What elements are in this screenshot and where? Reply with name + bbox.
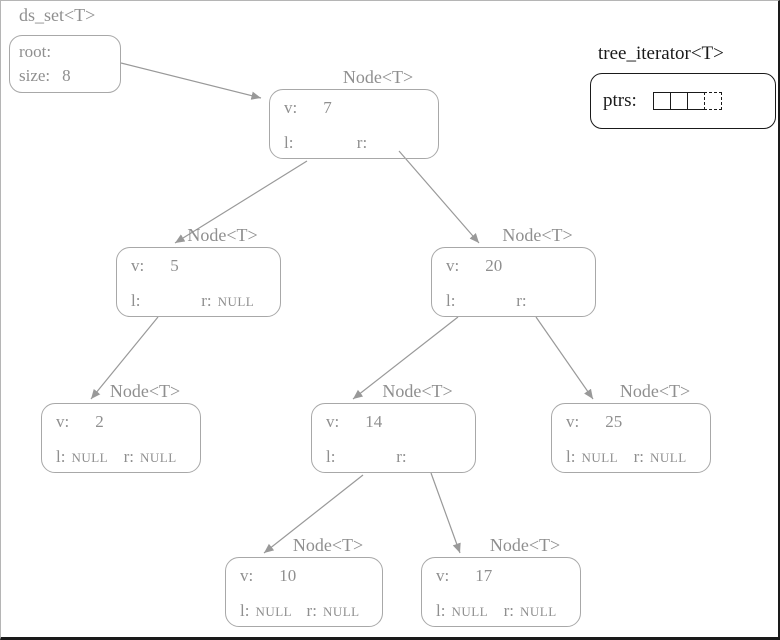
- node-box: v: 7 l: r:: [269, 89, 439, 159]
- r-label: r:: [396, 447, 407, 466]
- r-label: r:: [123, 447, 134, 466]
- r-pointer: NULL: [139, 450, 177, 465]
- l-pointer: NULL: [451, 604, 489, 619]
- node-type-label: Node<T>: [187, 225, 258, 245]
- l-label: l:: [446, 291, 456, 310]
- node-value: 17: [475, 566, 493, 585]
- r-label: r:: [633, 447, 644, 466]
- l-label: l:: [240, 601, 250, 620]
- size-label: size:: [19, 66, 51, 85]
- v-label: v:: [240, 566, 254, 585]
- tree-node-14: Node<T> v: 14 l: r:: [311, 381, 476, 473]
- node-box: v: 5 l: r: NULL: [116, 247, 281, 317]
- node-type-label: Node<T>: [109, 381, 181, 401]
- l-pointer: NULL: [71, 450, 109, 465]
- v-label: v:: [131, 256, 145, 275]
- v-label: v:: [326, 412, 340, 431]
- r-pointer: NULL: [217, 294, 255, 309]
- v-label: v:: [446, 256, 460, 275]
- node-value: 7: [323, 98, 332, 117]
- ptrs-label: ptrs:: [603, 90, 637, 111]
- r-label: r:: [201, 291, 212, 310]
- tree-node-5: Node<T> v: 5 l: r: NULL: [116, 225, 281, 317]
- l-label: l:: [284, 133, 294, 152]
- r-pointer: NULL: [649, 450, 687, 465]
- v-label: v:: [56, 412, 70, 431]
- tree-node-2: Node<T> v: 2 l: NULL r: NULL: [41, 381, 201, 473]
- edge-root-to-7: [120, 62, 262, 100]
- ds-set-title: ds_set<T>: [19, 5, 96, 25]
- r-label: r:: [356, 133, 368, 152]
- node-box: v: 2 l: NULL r: NULL: [41, 403, 201, 473]
- root-field: root:: [19, 40, 120, 64]
- node-type-label: Node<T>: [342, 67, 414, 87]
- l-pointer: NULL: [581, 450, 619, 465]
- node-box: v: 20 l: r:: [431, 247, 596, 317]
- tree-iterator-box: ptrs:: [590, 73, 776, 129]
- node-type-label: Node<T>: [619, 381, 691, 401]
- r-label: r:: [503, 601, 514, 620]
- v-label: v:: [436, 566, 450, 585]
- r-label: r:: [516, 291, 527, 310]
- ptr-cell: [686, 92, 705, 110]
- l-pointer: NULL: [255, 604, 293, 619]
- node-value: 5: [170, 256, 179, 275]
- ptr-cell-dashed: [703, 92, 722, 110]
- node-box: v: 10 l: NULL r: NULL: [225, 557, 383, 627]
- r-pointer: NULL: [322, 604, 360, 619]
- node-value: 10: [279, 566, 297, 585]
- node-value: 2: [95, 412, 104, 431]
- size-value: 8: [62, 66, 71, 85]
- node-type-label: Node<T>: [382, 381, 453, 401]
- node-box: v: 14 l: r:: [311, 403, 476, 473]
- tree-node-25: Node<T> v: 25 l: NULL r: NULL: [551, 381, 711, 473]
- tree-node-10: Node<T> v: 10 l: NULL r: NULL: [225, 535, 383, 627]
- l-label: l:: [131, 291, 141, 310]
- root-label: root:: [19, 42, 52, 61]
- v-label: v:: [284, 98, 298, 117]
- ptrs-array: [652, 92, 722, 110]
- node-value: 25: [605, 412, 623, 431]
- node-type-label: Node<T>: [489, 535, 561, 555]
- node-value: 20: [485, 256, 503, 275]
- r-pointer: NULL: [519, 604, 557, 619]
- node-box: v: 25 l: NULL r: NULL: [551, 403, 711, 473]
- ptr-cell: [669, 92, 688, 110]
- size-field: size: 8: [19, 64, 120, 88]
- node-type-label: Node<T>: [502, 225, 573, 245]
- tree-node-20: Node<T> v: 20 l: r:: [431, 225, 596, 317]
- l-label: l:: [56, 447, 66, 466]
- r-label: r:: [306, 601, 317, 620]
- l-label: l:: [326, 447, 336, 466]
- ds-set-box: root: size: 8: [9, 35, 121, 93]
- v-label: v:: [566, 412, 580, 431]
- l-label: l:: [566, 447, 576, 466]
- node-value: 14: [365, 412, 383, 431]
- tree-iterator-title: tree_iterator<T>: [598, 43, 724, 64]
- l-label: l:: [436, 601, 446, 620]
- tree-node-7: Node<T> v: 7 l: r:: [269, 67, 439, 159]
- node-type-label: Node<T>: [292, 535, 364, 555]
- node-box: v: 17 l: NULL r: NULL: [421, 557, 581, 627]
- ptr-cell: [652, 92, 671, 110]
- tree-node-17: Node<T> v: 17 l: NULL r: NULL: [421, 535, 581, 627]
